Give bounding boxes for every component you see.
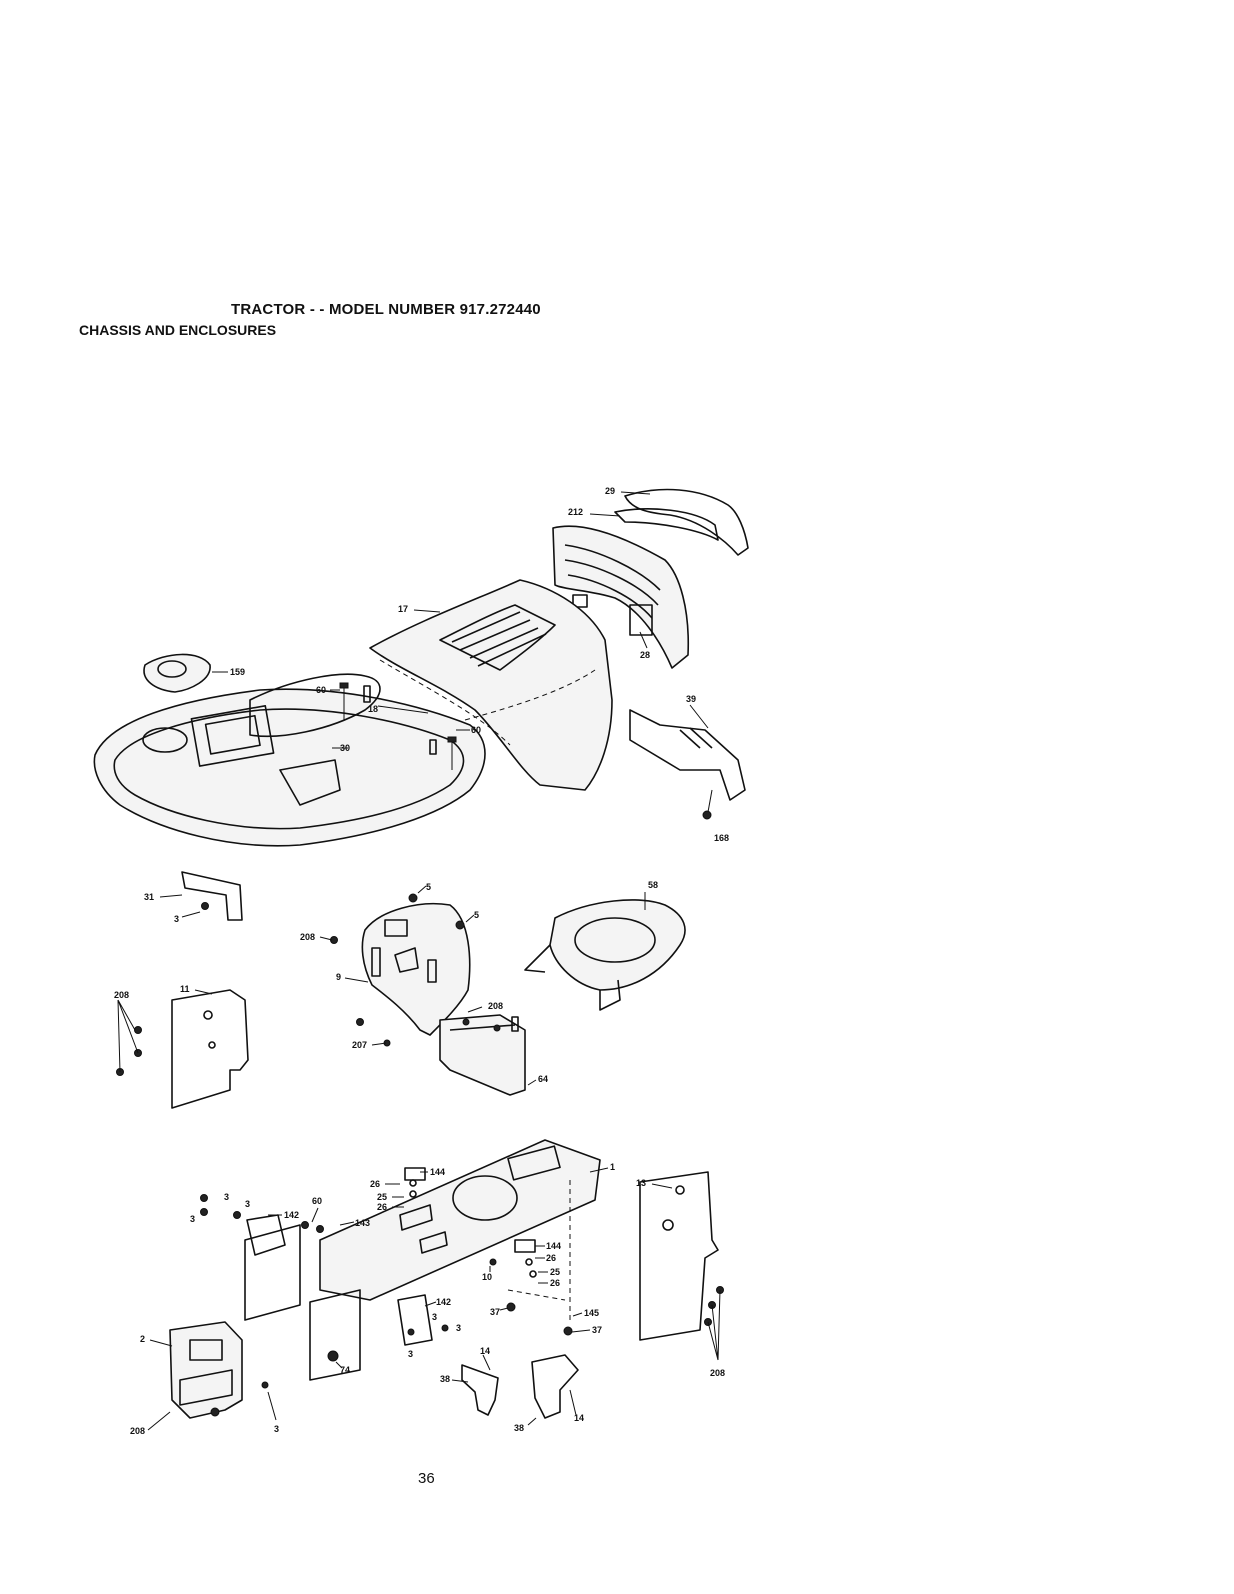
- engine-shroud: [524, 899, 686, 1011]
- callout-5-a: 5: [426, 882, 431, 892]
- callout-38-a: 38: [440, 1374, 450, 1384]
- callout-26-b: 26: [377, 1202, 387, 1212]
- callout-26-d: 26: [550, 1278, 560, 1288]
- callout-25-b: 25: [550, 1267, 560, 1277]
- callout-60-a: 60: [316, 685, 326, 695]
- callout-159: 159: [230, 667, 245, 677]
- main-frame: [200, 1139, 601, 1381]
- callout-3-f: 3: [456, 1323, 461, 1333]
- callout-2: 2: [140, 1334, 145, 1344]
- hood-bracket: [629, 709, 746, 820]
- callout-168: 168: [714, 833, 729, 843]
- callout-145: 145: [584, 1308, 599, 1318]
- callout-60-b: 60: [471, 725, 481, 735]
- front-plate: [169, 1321, 269, 1419]
- callout-144-a: 144: [430, 1167, 445, 1177]
- callout-3-g: 3: [408, 1349, 413, 1359]
- callout-208-d: 208: [710, 1368, 725, 1378]
- callout-5-b: 5: [474, 910, 479, 920]
- side-panel-left: [116, 989, 249, 1109]
- callout-14-b: 14: [574, 1413, 584, 1423]
- page-number: 36: [418, 1470, 435, 1487]
- callout-37-a: 37: [490, 1307, 500, 1317]
- hood: [369, 579, 613, 791]
- callout-13: 13: [636, 1178, 646, 1188]
- callout-10: 10: [482, 1272, 492, 1282]
- callout-144-b: 144: [546, 1241, 561, 1251]
- callout-11: 11: [180, 984, 190, 994]
- callout-212: 212: [568, 507, 583, 517]
- page-title: TRACTOR - - MODEL NUMBER 917.272440: [231, 301, 541, 318]
- callout-3-h: 3: [274, 1424, 279, 1434]
- callout-25-a: 25: [377, 1192, 387, 1202]
- callout-3-b: 3: [224, 1192, 229, 1202]
- callout-9: 9: [336, 972, 341, 982]
- callout-18: 18: [368, 704, 378, 714]
- callout-31: 31: [144, 892, 154, 902]
- cup-holder: [143, 653, 211, 693]
- callout-29: 29: [605, 486, 615, 496]
- callout-142-b: 142: [436, 1297, 451, 1307]
- callout-74: 74: [340, 1365, 350, 1375]
- hardware-fasteners: [210, 936, 449, 1417]
- callout-208-b: 208: [488, 1001, 503, 1011]
- fasteners-top: [339, 682, 457, 770]
- seat-bracket: [181, 871, 243, 921]
- fender-body-pan: [93, 673, 486, 847]
- callout-142-a: 142: [284, 1210, 299, 1220]
- callout-30: 30: [340, 743, 350, 753]
- side-panel-right: [639, 1171, 724, 1361]
- callout-1: 1: [610, 1162, 615, 1172]
- callout-207: 207: [352, 1040, 367, 1050]
- callout-28-top: 28: [640, 650, 650, 660]
- lower-dash-support: [439, 1014, 526, 1096]
- callout-58: 58: [648, 880, 658, 890]
- callout-labels: 29 212 17 28 159 60 18 60 30 39 168 31 3…: [114, 486, 729, 1436]
- callout-3-d: 3: [245, 1199, 250, 1209]
- callout-38-b: 38: [514, 1423, 524, 1433]
- callout-208-a: 208: [300, 932, 315, 942]
- callout-26-a: 26: [370, 1179, 380, 1189]
- callout-208-e: 208: [130, 1426, 145, 1436]
- callout-17: 17: [398, 604, 408, 614]
- pedal-brackets: [461, 1354, 579, 1419]
- callout-3-a: 3: [174, 914, 179, 924]
- callout-60-c: 60: [312, 1196, 322, 1206]
- callout-26-c: 26: [546, 1253, 556, 1263]
- page-subtitle: CHASSIS AND ENCLOSURES: [79, 322, 277, 338]
- callout-3-e: 3: [432, 1312, 437, 1322]
- callout-208-c: 208: [114, 990, 129, 1000]
- callout-14-a: 14: [480, 1346, 490, 1356]
- callout-64: 64: [538, 1074, 548, 1084]
- callout-37-b: 37: [592, 1325, 602, 1335]
- callout-3-c: 3: [190, 1214, 195, 1224]
- callout-39: 39: [686, 694, 696, 704]
- grille-assembly: [552, 488, 749, 669]
- callout-143: 143: [355, 1218, 370, 1228]
- dash-panel: [361, 893, 471, 1036]
